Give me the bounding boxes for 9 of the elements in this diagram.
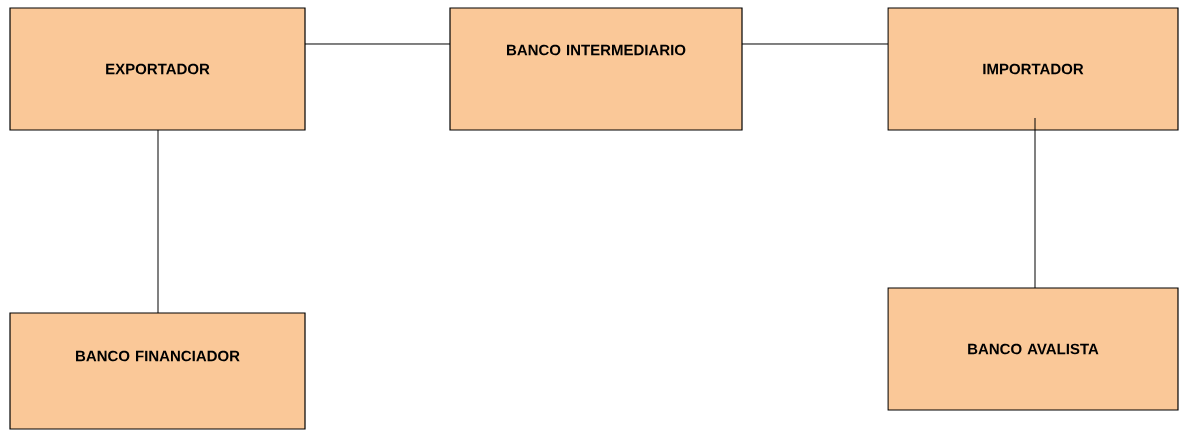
connector-line [304,43,451,45]
box: BANCO AVALISTA [887,287,1179,411]
connector-line [157,129,159,314]
connector-line [741,43,889,45]
connector-line [1034,117,1036,289]
box: BANCO INTERMEDIARIO [449,7,743,131]
box: BANCO FINANCIADOR [9,312,306,430]
box: EXPORTADOR [9,7,306,131]
box: IMPORTADOR [887,7,1179,131]
